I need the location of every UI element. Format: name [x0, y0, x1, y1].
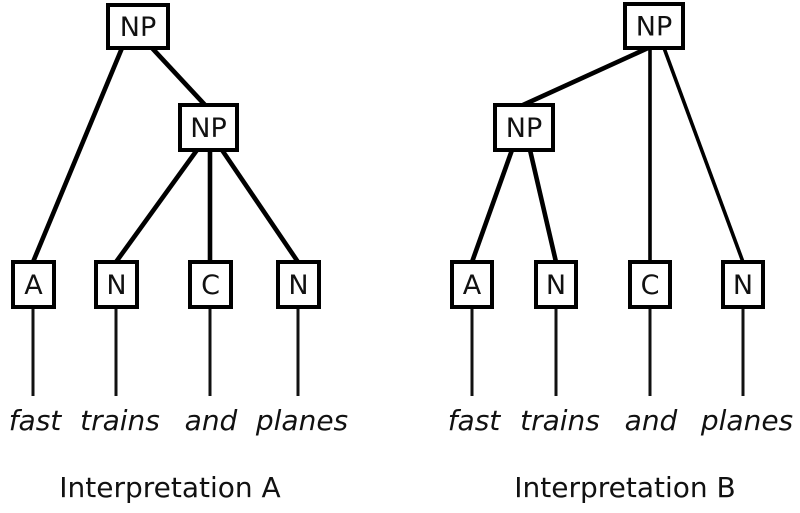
node-a-root-np[interactable]: NP — [105, 2, 171, 51]
node-label-b-leaf-c: C — [641, 270, 660, 301]
node-label-b-leaf-n2: N — [733, 270, 753, 301]
node-label-b-root-np: NP — [636, 12, 672, 43]
node-b-leaf-n2[interactable]: N — [720, 259, 766, 310]
node-label-a-inner-np: NP — [190, 113, 226, 144]
branch-b-root-to-np — [522, 45, 649, 108]
node-a-inner-np[interactable]: NP — [177, 102, 240, 153]
word-b-word-trains: trains — [520, 404, 600, 437]
node-b-inner-np[interactable]: NP — [492, 102, 556, 153]
node-box-a-leaf-a — [10, 259, 57, 310]
node-b-leaf-c[interactable]: C — [627, 259, 673, 310]
word-a-word-and: and — [185, 404, 238, 437]
word-a-word-fast: fast — [9, 404, 63, 437]
node-box-b-leaf-c — [627, 259, 673, 310]
branch-a-np-to-n2 — [220, 148, 300, 264]
caption-interpretation-b: Interpretation B — [514, 471, 736, 504]
node-label-b-inner-np: NP — [506, 113, 542, 144]
node-box-b-leaf-n1 — [533, 259, 579, 310]
node-label-a-leaf-n2: N — [288, 270, 308, 301]
word-b-word-planes: planes — [700, 404, 793, 437]
node-b-root-np[interactable]: NP — [622, 1, 686, 51]
word-a-word-trains: trains — [80, 404, 160, 437]
node-box-b-inner-np — [492, 102, 556, 153]
caption-interpretation-a: Interpretation A — [59, 471, 280, 504]
node-box-b-root-np — [622, 1, 686, 51]
node-label-a-leaf-a: A — [24, 270, 43, 301]
node-a-leaf-c[interactable]: C — [187, 259, 234, 310]
node-label-b-leaf-a: A — [463, 270, 482, 301]
word-b-word-and: and — [625, 404, 678, 437]
branch-a-root-to-a — [30, 47, 125, 263]
node-a-leaf-n1[interactable]: N — [93, 259, 140, 310]
node-b-leaf-n1[interactable]: N — [533, 259, 579, 310]
node-box-a-leaf-n1 — [93, 259, 140, 310]
node-box-a-leaf-n2 — [275, 259, 322, 310]
word-b-word-fast: fast — [448, 404, 502, 437]
node-box-b-leaf-a — [449, 259, 495, 310]
branch-a-np-to-n1 — [114, 148, 199, 264]
node-box-a-root-np — [105, 2, 171, 51]
node-label-a-root-np: NP — [120, 12, 156, 43]
node-box-a-inner-np — [177, 102, 240, 153]
branch-b-np-to-n1 — [527, 149, 559, 263]
node-label-a-leaf-c: C — [201, 270, 220, 301]
node-a-leaf-a[interactable]: A — [10, 259, 57, 310]
branch-a-root-to-np — [150, 46, 207, 107]
node-box-a-leaf-c — [187, 259, 234, 310]
node-label-b-leaf-n1: N — [546, 270, 566, 301]
branch-b-np-to-a — [469, 149, 515, 263]
node-box-b-leaf-n2 — [720, 259, 766, 310]
node-b-leaf-a[interactable]: A — [449, 259, 495, 310]
node-label-a-leaf-n1: N — [106, 270, 126, 301]
branch-b-root-to-n2 — [662, 47, 745, 263]
node-a-leaf-n2[interactable]: N — [275, 259, 322, 310]
word-a-word-planes: planes — [255, 404, 348, 437]
